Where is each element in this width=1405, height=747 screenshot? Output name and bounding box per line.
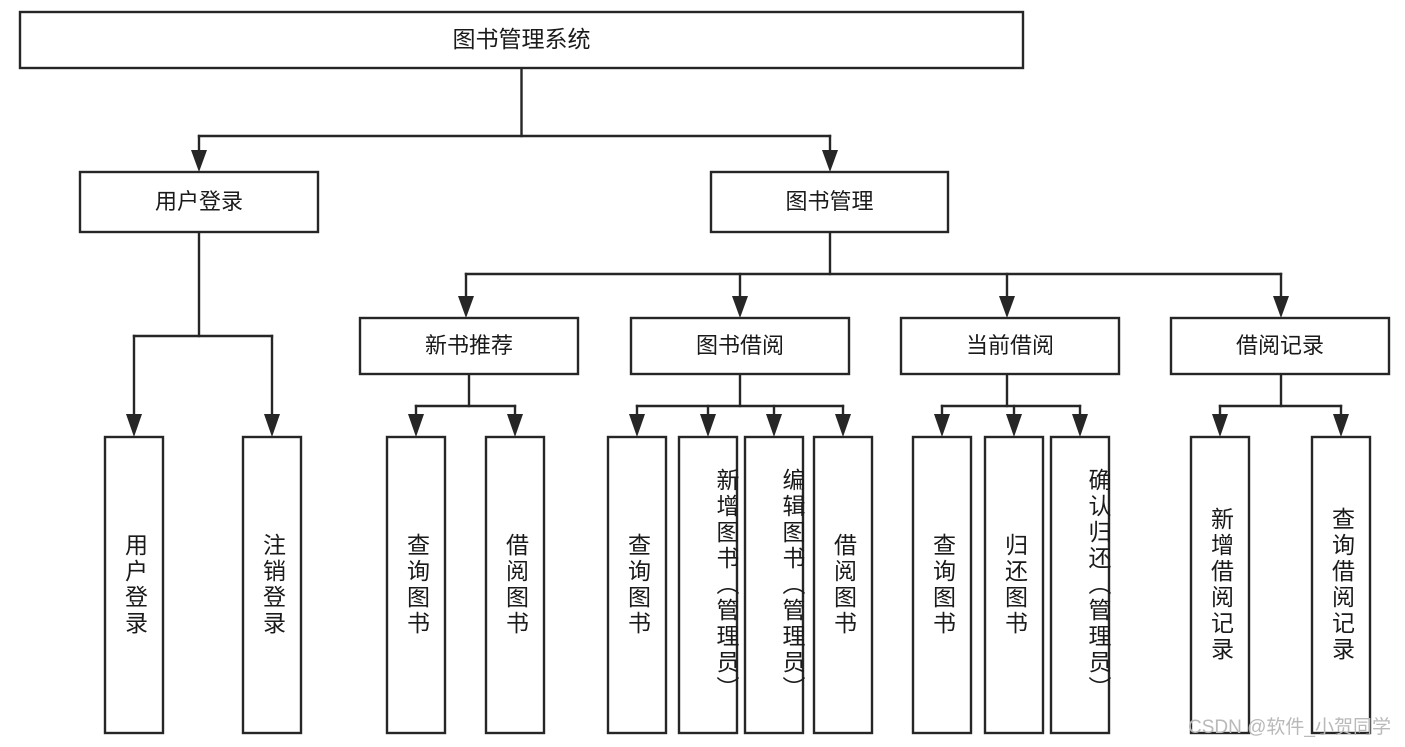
arrow-borrow-leaf-1 bbox=[629, 414, 645, 437]
arrow-userlogin-leaf-1 bbox=[126, 414, 142, 437]
leaf-box-borrow-book-new[interactable] bbox=[484, 435, 546, 735]
arrow-newbook-leaf-2 bbox=[507, 414, 523, 437]
book-borrow-box[interactable] bbox=[629, 316, 851, 376]
arrow-bookmgmt-to-record bbox=[1273, 296, 1289, 318]
node-book-borrow[interactable]: 图书借阅 bbox=[629, 316, 851, 376]
user-login-label: 用户登录 bbox=[155, 189, 243, 214]
arrow-root-to-user-login bbox=[191, 150, 207, 172]
borrow-record-label: 借阅记录 bbox=[1236, 333, 1324, 358]
book-management-box[interactable] bbox=[709, 170, 950, 234]
arrow-current-leaf-3 bbox=[1072, 414, 1088, 437]
new-book-recommend-box[interactable] bbox=[358, 316, 580, 376]
arrow-current-leaf-2 bbox=[1006, 414, 1022, 437]
arrow-bookmgmt-to-current bbox=[999, 296, 1015, 318]
node-user-login[interactable]: 用户登录 bbox=[78, 170, 320, 234]
leaf-box-logout[interactable] bbox=[241, 435, 303, 735]
book-borrow-label: 图书借阅 bbox=[696, 333, 784, 358]
leaf-box-confirm-return-admin[interactable] bbox=[1049, 435, 1111, 735]
node-borrow-record[interactable]: 借阅记录 bbox=[1169, 316, 1391, 376]
arrow-newbook-leaf-1 bbox=[408, 414, 424, 437]
connector-layer bbox=[126, 66, 1349, 437]
leaf-box-query-book-borrow[interactable] bbox=[606, 435, 668, 735]
current-borrow-box[interactable] bbox=[899, 316, 1121, 376]
new-book-recommend-label: 新书推荐 bbox=[425, 333, 513, 358]
arrow-record-leaf-1 bbox=[1212, 414, 1228, 437]
borrow-record-box[interactable] bbox=[1169, 316, 1391, 376]
csdn-watermark: CSDN @软件_小贺同学 bbox=[1188, 717, 1391, 738]
leaf-box-add-book-admin[interactable] bbox=[677, 435, 739, 735]
arrow-borrow-leaf-2 bbox=[700, 414, 716, 437]
root-label: 图书管理系统 bbox=[453, 26, 591, 52]
leaf-box-query-borrow-record[interactable] bbox=[1310, 435, 1372, 735]
arrow-bookmgmt-to-borrow bbox=[732, 296, 748, 318]
current-borrow-label: 当前借阅 bbox=[966, 333, 1054, 358]
leaf-box-user-login[interactable] bbox=[103, 435, 165, 735]
book-management-label: 图书管理 bbox=[785, 189, 873, 214]
arrow-record-leaf-2 bbox=[1333, 414, 1349, 437]
leaf-box-return-book[interactable] bbox=[983, 435, 1045, 735]
arrow-bookmgmt-to-newbook bbox=[458, 296, 474, 318]
arrow-root-to-book-mgmt bbox=[822, 150, 838, 172]
leaf-box-query-book-current[interactable] bbox=[911, 435, 973, 735]
arrow-borrow-leaf-4 bbox=[835, 414, 851, 437]
root-box[interactable] bbox=[18, 10, 1025, 70]
node-current-borrow[interactable]: 当前借阅 bbox=[899, 316, 1121, 376]
leaf-box-layer bbox=[103, 435, 1372, 735]
node-root[interactable]: 图书管理系统 bbox=[18, 10, 1025, 70]
leaf-box-add-borrow-record[interactable] bbox=[1189, 435, 1251, 735]
arrow-userlogin-leaf-2 bbox=[264, 414, 280, 437]
node-book-management[interactable]: 图书管理 bbox=[709, 170, 950, 234]
leaf-box-borrow-book[interactable] bbox=[812, 435, 874, 735]
arrow-borrow-leaf-3 bbox=[766, 414, 782, 437]
arrow-current-leaf-1 bbox=[934, 414, 950, 437]
leaf-box-edit-book-admin[interactable] bbox=[743, 435, 805, 735]
node-new-book-recommend[interactable]: 新书推荐 bbox=[358, 316, 580, 376]
user-login-box[interactable] bbox=[78, 170, 320, 234]
leaf-box-query-book-new[interactable] bbox=[385, 435, 447, 735]
